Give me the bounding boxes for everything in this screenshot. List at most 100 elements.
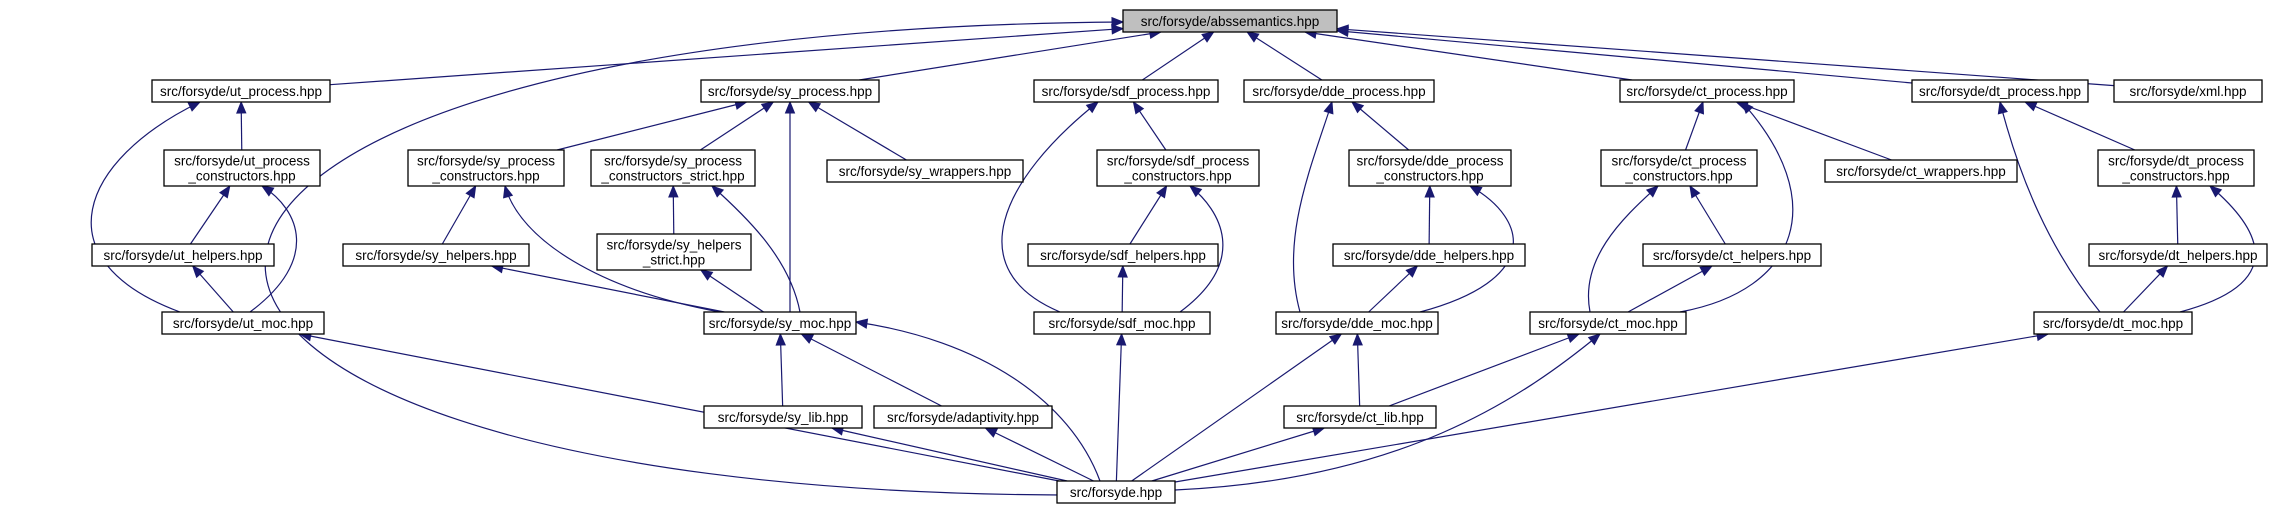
- edge-line: [1304, 31, 1633, 81]
- edge-arrowhead: [2155, 265, 2169, 278]
- edge-arrowhead: [1117, 264, 1128, 278]
- edge-sy_moc-to-sy_pcs: [711, 185, 801, 313]
- node-xml[interactable]: src/forsyde/xml.hpp: [2113, 79, 2263, 103]
- node-box: [91, 243, 275, 267]
- node-ut_pc[interactable]: src/forsyde/ut_process_constructors.hpp: [163, 149, 321, 187]
- edge-arrowhead: [191, 265, 205, 279]
- node-dde_help[interactable]: src/forsyde/dde_helpers.hpp: [1332, 243, 1526, 267]
- edge-line: [2024, 101, 2136, 151]
- node-sy_wrap[interactable]: src/forsyde/sy_wrappers.hpp: [826, 159, 1024, 183]
- node-sdf_pc[interactable]: src/forsyde/sdf_process_constructors.hpp: [1096, 149, 1260, 187]
- edge-line: [1131, 333, 1342, 482]
- node-box: [1600, 149, 1758, 187]
- edge-xml-to-abs: [1335, 24, 2115, 87]
- edge-line: [299, 333, 1060, 482]
- node-ct_pc[interactable]: src/forsyde/ct_process_constructors.hpp: [1600, 149, 1758, 187]
- node-forsyde[interactable]: src/forsyde.hpp: [1056, 480, 1176, 504]
- node-label: src/forsyde/sy_process.hpp: [708, 84, 872, 99]
- node-ct_lib[interactable]: src/forsyde/ct_lib.hpp: [1283, 405, 1437, 429]
- node-ct_wrap[interactable]: src/forsyde/ct_wrappers.hpp: [1824, 159, 2018, 183]
- edge-line: [1336, 28, 2115, 87]
- node-dde_pc[interactable]: src/forsyde/dde_process_constructors.hpp: [1348, 149, 1512, 187]
- edge-line: [1151, 427, 1325, 482]
- edge-arrowhead: [1246, 31, 1260, 43]
- edge-line: [189, 185, 231, 245]
- edge-line: [808, 101, 907, 161]
- edge-sy_moc-to-sy_hs: [699, 269, 764, 313]
- node-label: src/forsyde/ct_process.hpp: [1626, 84, 1787, 99]
- edge-dde_pc-to-dde_proc: [1350, 101, 1410, 151]
- node-label: src/forsyde/sy_helpers: [606, 238, 741, 253]
- edge-ct_pc-to-ct_proc: [1684, 100, 1704, 151]
- node-label: src/forsyde/ct_moc.hpp: [1538, 316, 1678, 331]
- edge-arrowhead: [260, 185, 275, 197]
- node-ut_help[interactable]: src/forsyde/ut_helpers.hpp: [91, 243, 275, 267]
- node-box: [342, 243, 530, 267]
- node-label: _constructors.hpp: [1624, 169, 1732, 184]
- node-box: [2113, 79, 2263, 103]
- node-box: [1056, 480, 1176, 504]
- node-box: [1033, 79, 1219, 103]
- edge-ut_help-to-ut_pc: [189, 184, 231, 245]
- node-label: _constructors.hpp: [187, 169, 295, 184]
- node-ut_proc[interactable]: src/forsyde/ut_process.hpp: [151, 79, 331, 103]
- node-box: [2088, 243, 2268, 267]
- graph-edges: [90, 16, 2256, 496]
- node-dde_moc[interactable]: src/forsyde/dde_moc.hpp: [1275, 311, 1439, 335]
- node-sy_pcs[interactable]: src/forsyde/sy_process_constructors_stri…: [590, 149, 756, 187]
- edge-arrowhead: [187, 101, 202, 112]
- edge-arrowhead: [1699, 265, 1714, 277]
- edge-forsyde-to-sdf_moc: [1115, 332, 1127, 482]
- edge-forsyde-to-ct_moc: [1174, 333, 1602, 491]
- edge-dde_moc-to-dde_proc: [1292, 100, 1334, 313]
- edge-sy_pcs-to-sy_proc: [700, 101, 775, 151]
- node-ut_moc[interactable]: src/forsyde/ut_moc.hpp: [161, 311, 325, 335]
- node-sy_help[interactable]: src/forsyde/sy_helpers.hpp: [342, 243, 530, 267]
- node-label: src/forsyde/xml.hpp: [2129, 84, 2246, 99]
- node-abs[interactable]: src/forsyde/abssemantics.hpp: [1122, 9, 1338, 33]
- edge-arrowhead: [807, 101, 822, 113]
- edge-forsyde-to-ct_lib: [1151, 426, 1326, 482]
- node-sy_hs[interactable]: src/forsyde/sy_helpers_strict.hpp: [596, 233, 752, 271]
- node-adapt[interactable]: src/forsyde/adaptivity.hpp: [873, 405, 1053, 429]
- edge-line: [779, 333, 784, 407]
- edge-line: [329, 27, 1124, 86]
- edge-adapt-to-sy_moc: [800, 333, 942, 407]
- edge-line: [556, 101, 747, 151]
- edge-forsyde-to-sy_moc: [854, 318, 1101, 482]
- node-box: [1283, 405, 1437, 429]
- edge-forsyde-to-dde_moc: [1131, 333, 1343, 482]
- node-ct_moc[interactable]: src/forsyde/ct_moc.hpp: [1529, 311, 1687, 335]
- node-ct_help[interactable]: src/forsyde/ct_helpers.hpp: [1642, 243, 1822, 267]
- node-sy_pc[interactable]: src/forsyde/sy_process_constructors.hpp: [407, 149, 565, 187]
- node-box: [1348, 149, 1512, 187]
- node-sy_proc[interactable]: src/forsyde/sy_process.hpp: [700, 79, 880, 103]
- node-ct_proc[interactable]: src/forsyde/ct_process.hpp: [1619, 79, 1795, 103]
- node-label: src/forsyde/sdf_helpers.hpp: [1040, 248, 1206, 263]
- node-sdf_help[interactable]: src/forsyde/sdf_helpers.hpp: [1027, 243, 1219, 267]
- node-sy_lib[interactable]: src/forsyde/sy_lib.hpp: [703, 405, 863, 429]
- edge-arrowhead: [1566, 333, 1581, 343]
- edge-ct_moc-to-ct_proc: [1679, 101, 1794, 313]
- node-label: src/forsyde.hpp: [1070, 485, 1162, 500]
- node-label: src/forsyde/dde_helpers.hpp: [1344, 248, 1514, 263]
- node-sdf_proc[interactable]: src/forsyde/sdf_process.hpp: [1033, 79, 1219, 103]
- edge-line: [1999, 101, 2101, 313]
- node-dt_moc[interactable]: src/forsyde/dt_moc.hpp: [2033, 311, 2193, 335]
- node-dt_help[interactable]: src/forsyde/dt_helpers.hpp: [2088, 243, 2268, 267]
- node-dt_proc[interactable]: src/forsyde/dt_process.hpp: [1911, 79, 2089, 103]
- node-label: src/forsyde/dde_moc.hpp: [1281, 316, 1433, 331]
- edge-sdf_moc-to-sdf_help: [1117, 264, 1128, 313]
- edge-arrowhead: [1468, 185, 1483, 197]
- edge-line: [1292, 101, 1333, 313]
- edge-sdf_moc-to-sdf_proc: [1001, 101, 1100, 313]
- edge-line: [1388, 333, 1580, 407]
- node-box: [703, 311, 857, 335]
- node-dde_proc[interactable]: src/forsyde/dde_process.hpp: [1243, 79, 1435, 103]
- node-sy_moc[interactable]: src/forsyde/sy_moc.hpp: [703, 311, 857, 335]
- edge-arrowhead: [699, 269, 714, 281]
- edge-ct_moc-to-ct_help: [1627, 265, 1714, 313]
- node-sdf_moc[interactable]: src/forsyde/sdf_moc.hpp: [1033, 311, 1211, 335]
- node-dt_pc[interactable]: src/forsyde/dt_process_constructors.hpp: [2097, 149, 2255, 187]
- node-box: [151, 79, 331, 103]
